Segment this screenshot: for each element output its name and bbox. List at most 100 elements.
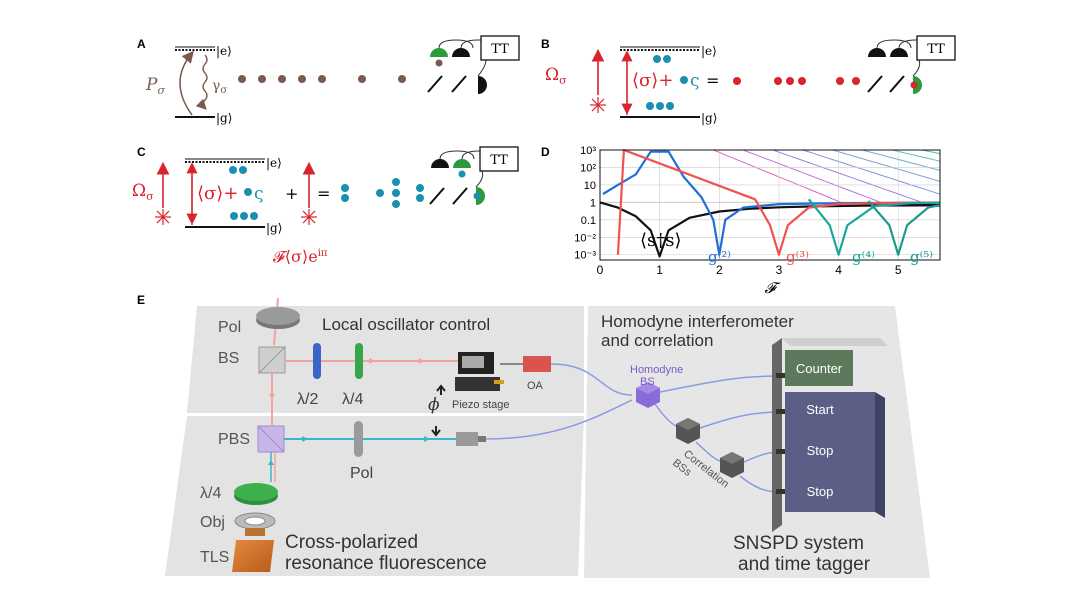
correlation-bs-2 [720, 452, 744, 478]
annotation-sdagger-s: ⟨s†s⟩ [640, 230, 682, 251]
background-curve [922, 149, 941, 155]
detector-side [478, 76, 487, 94]
pump-arrow [179, 50, 194, 116]
background-curve [832, 149, 941, 182]
decay-label: γσ [212, 78, 227, 96]
time-tagger-label: TT [491, 42, 509, 57]
label-g4: g⁽⁴⁾ [852, 248, 875, 266]
obj-label: Obj [200, 514, 225, 531]
y-tick-label: 10 [584, 180, 596, 192]
homodyne-bs-label-1: Homodyne [630, 364, 683, 376]
y-tick-label: 10² [580, 162, 596, 174]
snspd-rack-edge [772, 338, 782, 532]
half-wave-plate [313, 343, 321, 379]
panel-label-a: A [137, 37, 146, 51]
fluct-term: ς [254, 184, 264, 204]
laser-burst-icon [301, 209, 317, 225]
optical-attenuator [523, 356, 551, 372]
fluct-term: ς [690, 71, 700, 91]
detector-black [452, 48, 470, 57]
background-curve [892, 149, 941, 162]
ground-population [230, 212, 258, 220]
series-line [602, 150, 941, 256]
tls-sample [232, 540, 274, 572]
state-e: |e⟩ [701, 44, 717, 58]
laser-burst-icon [155, 209, 171, 225]
pump-label: Pσ [145, 75, 165, 97]
panel-label-b: B [541, 37, 550, 51]
background-curve [862, 149, 941, 171]
piezo-label: Piezo stage [452, 399, 509, 411]
x-tick-label: 4 [835, 263, 842, 277]
label-g5: g⁽⁵⁾ [910, 248, 933, 266]
x-axis-label: 𝓕 [764, 279, 781, 297]
bs-label: BS [218, 350, 239, 367]
stop1-label: Stop [807, 443, 834, 458]
drive-label: Ωσ [132, 181, 154, 203]
polarization-arrow-icon [431, 426, 441, 437]
stop2-label: Stop [807, 484, 834, 499]
decay-arrow [195, 54, 208, 110]
panel-a: A |e⟩ |g⟩ Pσ γσ TT [137, 35, 520, 125]
homodyne-bs-label-2: BS [640, 376, 655, 388]
background-curve [772, 149, 940, 207]
label-g3: g⁽³⁾ [786, 248, 809, 266]
chart-frame [599, 149, 941, 261]
y-tick-label: 0.1 [581, 215, 596, 227]
equals-sign: = [706, 71, 719, 90]
tls-label: TLS [200, 549, 229, 566]
series-line [616, 148, 941, 256]
excited-population [229, 166, 247, 174]
x-tick-label: 3 [776, 263, 783, 277]
background-curve [713, 149, 940, 207]
background-curve [802, 149, 941, 195]
chart-series [599, 148, 941, 258]
label-g2: g⁽²⁾ [708, 248, 731, 266]
rf-panel-bg [165, 416, 584, 576]
lo-label: 𝓕⟨σ⟩eiπ [273, 247, 328, 266]
state-e: |e⟩ [266, 156, 282, 170]
homodyne-bs [636, 382, 660, 408]
lo-title: Local oscillator control [322, 315, 490, 334]
photon-stream [733, 77, 860, 85]
series-line [867, 200, 941, 256]
panel-e: E Local oscillator control Homodyne inte… [137, 293, 930, 578]
rf-title-1: Cross-polarized [285, 532, 418, 553]
state-g: |g⟩ [216, 111, 232, 125]
quarter-wave-lo-label: λ/4 [342, 391, 363, 408]
half-wave-label: λ/2 [297, 391, 318, 408]
y-tick-label: 10³ [580, 145, 596, 157]
equals-sign: = [317, 184, 330, 203]
x-tick-label: 1 [656, 263, 663, 277]
x-tick-label: 0 [597, 263, 604, 277]
time-tagger-box [480, 35, 520, 61]
ground-population [646, 102, 674, 110]
correlation-bs-1 [676, 418, 700, 444]
start-label: Start [806, 402, 834, 417]
pbs-label: PBS [218, 431, 250, 448]
photon-stream [238, 75, 406, 83]
pol-top-label: Pol [218, 319, 241, 336]
fiber-coupler [456, 432, 478, 446]
fiber-rf [485, 399, 633, 440]
beamsplitter [429, 187, 445, 205]
oa-label: OA [527, 380, 544, 392]
beamsplitter [427, 75, 443, 93]
phi-label: ϕ [428, 395, 440, 415]
rf-title-2: resonance fluorescence [285, 553, 487, 574]
detector-green [430, 48, 448, 57]
y-tick-label: 10⁻² [574, 232, 596, 244]
homodyne-title-1: Homodyne interferometer [601, 312, 794, 331]
state-e: |e⟩ [216, 44, 232, 58]
photon-stream [341, 178, 424, 208]
laser-burst-icon [590, 97, 606, 113]
panel-label-d: D [541, 145, 550, 159]
panel-label-e: E [137, 293, 145, 307]
detector-black [868, 48, 886, 57]
series-line [807, 198, 941, 256]
snspd-title-2: and time tagger [738, 554, 871, 575]
time-tagger-block [785, 392, 875, 512]
